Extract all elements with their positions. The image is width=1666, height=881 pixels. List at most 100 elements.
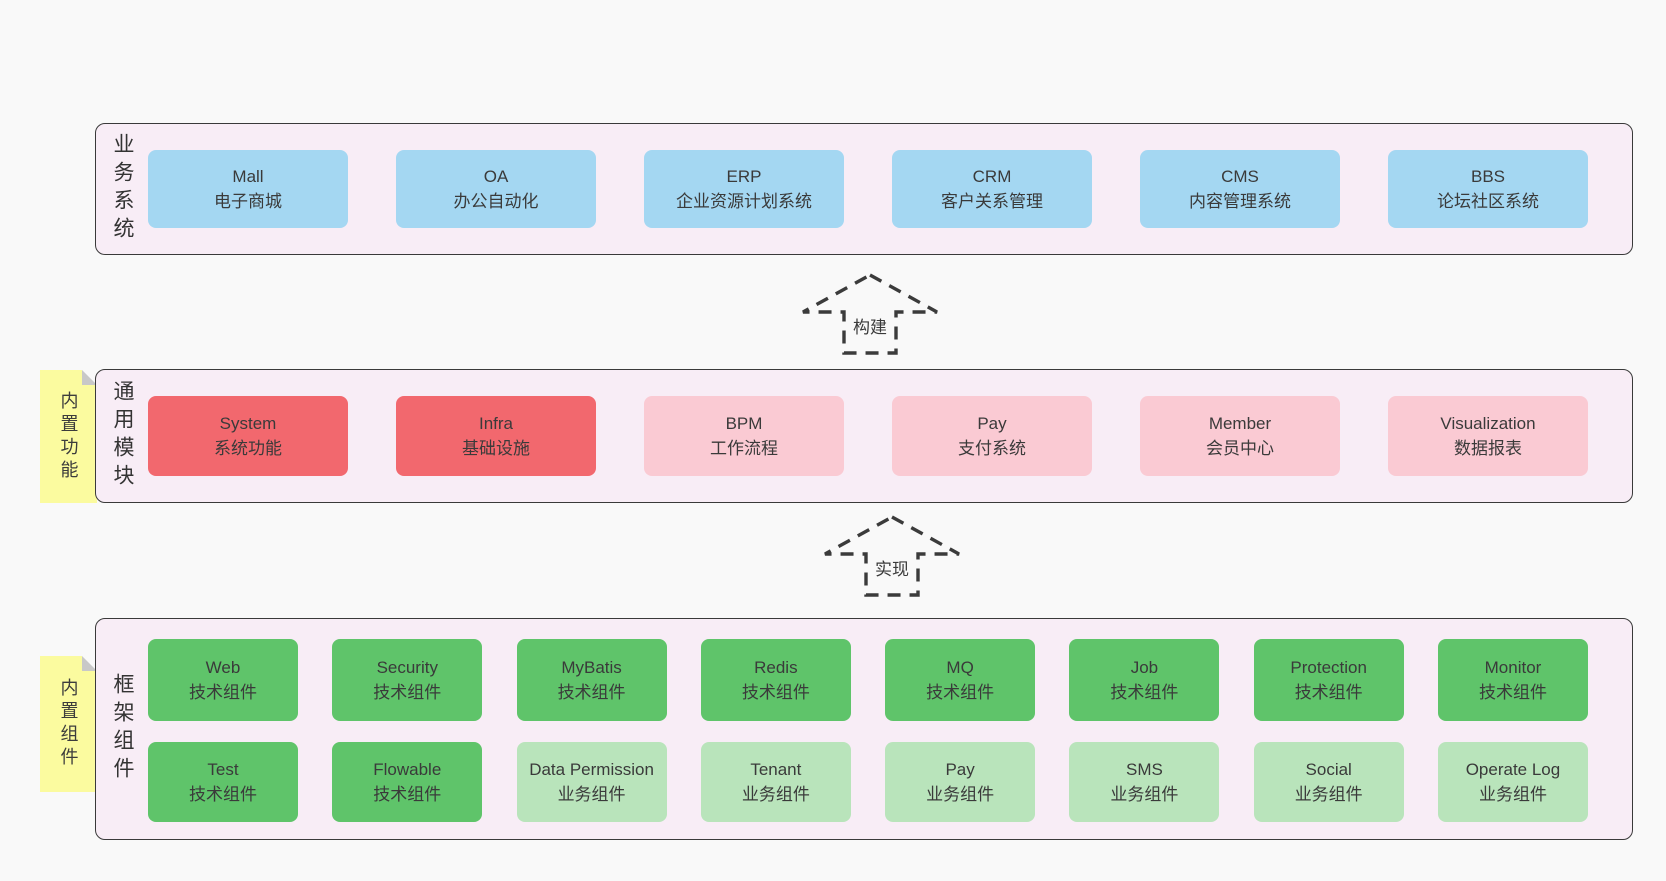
box-subtitle: 企业资源计划系统 bbox=[676, 192, 812, 211]
box-title: Monitor bbox=[1484, 658, 1542, 677]
box-title: Security bbox=[376, 658, 438, 677]
band-side-label: 框架组件 bbox=[111, 673, 134, 785]
box-title: Infra bbox=[478, 414, 514, 433]
box-subtitle: 技术组件 bbox=[373, 785, 442, 804]
box-title: Visualization bbox=[1440, 414, 1536, 433]
folded-corner bbox=[82, 656, 97, 671]
band-common-modules: 通用模块 System 系统功能 Infra 基础设施 BPM 工作流程 Pay 支付系统 Me… bbox=[95, 369, 1633, 503]
box-mq: MQ 技术组件 bbox=[885, 639, 1036, 721]
box-social: Social 业务组件 bbox=[1253, 742, 1404, 822]
box-subtitle: 技术组件 bbox=[189, 683, 257, 702]
box-title: SMS bbox=[1125, 760, 1163, 779]
arrow-label: 实现 bbox=[872, 555, 912, 580]
box-title: Redis bbox=[754, 658, 798, 677]
box-crm: CRM 客户关系管理 bbox=[892, 150, 1092, 228]
box-subtitle: 技术组件 bbox=[373, 683, 442, 702]
band-side-label: 业务系统 bbox=[111, 133, 134, 245]
box-title: Tenant bbox=[750, 760, 802, 779]
box-subtitle: 业务组件 bbox=[557, 785, 626, 804]
box-subtitle: 数据报表 bbox=[1454, 439, 1522, 458]
box-subtitle: 业务组件 bbox=[926, 785, 995, 804]
box-mall: Mall 电子商城 bbox=[148, 150, 348, 228]
folded-corner bbox=[82, 370, 97, 385]
box-title: Test bbox=[207, 760, 239, 779]
box-subtitle: 会员中心 bbox=[1206, 439, 1274, 458]
box-title: CRM bbox=[972, 167, 1012, 186]
box-subtitle: 技术组件 bbox=[1294, 683, 1363, 702]
box-title: BPM bbox=[725, 414, 763, 433]
box-subtitle: 技术组件 bbox=[1478, 683, 1547, 702]
sticky-note-built-in-features: 内置功能 bbox=[40, 370, 97, 503]
box-monitor: Monitor 技术组件 bbox=[1437, 639, 1588, 721]
box-web: Web 技术组件 bbox=[148, 639, 298, 721]
arrow-implement: 实现 bbox=[822, 514, 962, 598]
box-bpm: BPM 工作流程 bbox=[644, 396, 844, 476]
box-title: MyBatis bbox=[561, 658, 622, 677]
box-member: Member 会员中心 bbox=[1140, 396, 1340, 476]
box-title: Pay bbox=[977, 414, 1007, 433]
box-security: Security 技术组件 bbox=[332, 639, 483, 721]
box-subtitle: 内容管理系统 bbox=[1189, 192, 1291, 211]
box-title: ERP bbox=[726, 167, 762, 186]
box-bbs: BBS 论坛社区系统 bbox=[1388, 150, 1588, 228]
box-title: MQ bbox=[946, 658, 974, 677]
box-system: System 系统功能 bbox=[148, 396, 348, 476]
box-subtitle: 业务组件 bbox=[1294, 785, 1363, 804]
box-subtitle: 技术组件 bbox=[1110, 683, 1179, 702]
box-title: Data Permission bbox=[529, 760, 654, 779]
box-subtitle: 支付系统 bbox=[958, 439, 1026, 458]
box-subtitle: 业务组件 bbox=[741, 785, 810, 804]
band-business-systems: 业务系统 Mall 电子商城 OA 办公自动化 ERP 企业资源计划系统 CRM 客户关系管理… bbox=[95, 123, 1633, 255]
box-subtitle: 系统功能 bbox=[214, 439, 282, 458]
band-side-label: 通用模块 bbox=[111, 380, 134, 492]
box-subtitle: 业务组件 bbox=[1478, 785, 1547, 804]
box-subtitle: 客户关系管理 bbox=[941, 192, 1043, 211]
box-operate-log: Operate Log 业务组件 bbox=[1437, 742, 1588, 822]
box-infra: Infra 基础设施 bbox=[396, 396, 596, 476]
arrow-build: 构建 bbox=[800, 272, 940, 356]
arrow-label: 构建 bbox=[850, 313, 890, 338]
box-subtitle: 工作流程 bbox=[710, 439, 778, 458]
box-title: CMS bbox=[1221, 167, 1259, 186]
box-subtitle: 基础设施 bbox=[462, 439, 530, 458]
box-subtitle: 业务组件 bbox=[1110, 785, 1179, 804]
box-cms: CMS 内容管理系统 bbox=[1140, 150, 1340, 228]
common-modules-row: System 系统功能 Infra 基础设施 BPM 工作流程 Pay 支付系统 Member 会… bbox=[148, 396, 1588, 476]
box-subtitle: 技术组件 bbox=[189, 785, 257, 804]
box-title: Mall bbox=[232, 167, 264, 186]
box-test: Test 技术组件 bbox=[148, 742, 298, 822]
box-title: Protection bbox=[1290, 658, 1367, 677]
box-visualization: Visualization 数据报表 bbox=[1388, 396, 1588, 476]
sticky-note-label: 内置功能 bbox=[58, 390, 79, 483]
box-subtitle: 技术组件 bbox=[741, 683, 810, 702]
box-data-permission: Data Permission 业务组件 bbox=[516, 742, 667, 822]
box-title: Pay bbox=[945, 760, 975, 779]
box-title: Operate Log bbox=[1465, 760, 1561, 779]
box-pay: Pay 业务组件 bbox=[885, 742, 1036, 822]
box-subtitle: 论坛社区系统 bbox=[1437, 192, 1539, 211]
box-subtitle: 办公自动化 bbox=[453, 192, 539, 211]
box-title: Job bbox=[1130, 658, 1159, 677]
box-title: OA bbox=[483, 167, 509, 186]
box-tenant: Tenant 业务组件 bbox=[700, 742, 851, 822]
box-sms: SMS 业务组件 bbox=[1069, 742, 1220, 822]
box-title: BBS bbox=[1470, 167, 1506, 186]
sticky-note-built-in-components: 内置组件 bbox=[40, 656, 97, 792]
box-redis: Redis 技术组件 bbox=[700, 639, 851, 721]
box-protection: Protection 技术组件 bbox=[1253, 639, 1404, 721]
box-title: Member bbox=[1208, 414, 1272, 433]
business-systems-row: Mall 电子商城 OA 办公自动化 ERP 企业资源计划系统 CRM 客户关系管理 CMS 内容… bbox=[148, 150, 1588, 228]
box-erp: ERP 企业资源计划系统 bbox=[644, 150, 844, 228]
box-subtitle: 电子商城 bbox=[214, 192, 282, 211]
box-title: Social bbox=[1305, 760, 1352, 779]
box-title: System bbox=[219, 414, 277, 433]
box-subtitle: 技术组件 bbox=[926, 683, 995, 702]
box-title: Web bbox=[205, 658, 241, 677]
box-job: Job 技术组件 bbox=[1069, 639, 1220, 721]
